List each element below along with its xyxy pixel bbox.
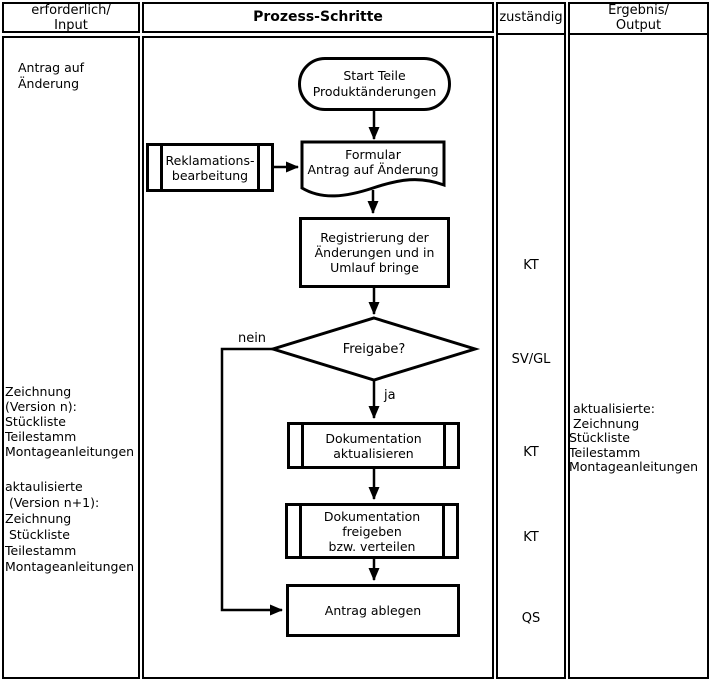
lane-input	[2, 36, 140, 679]
header-cell-input: erforderlich/ Input	[2, 2, 140, 33]
header-output-label: Ergebnis/ Output	[608, 2, 669, 33]
input-version-n1-text: aktaulisierte (Version n+1): Zeichnung S…	[5, 479, 135, 574]
header-cell-output: Ergebnis/ Output	[568, 2, 709, 33]
arrow-decision-nein-to-ablegen	[220, 347, 283, 616]
dok-freigeben-node: Dokumentation freigeben bzw. verteilen	[285, 503, 459, 559]
input-version-n-text: Zeichnung (Version n): Stückliste Teiles…	[5, 384, 135, 459]
start-node-label: Start Teile Produktänderungen	[312, 68, 437, 99]
decision-node-label: Freigabe?	[342, 341, 406, 357]
formular-node-label: Formular Antrag auf Änderung	[307, 147, 439, 177]
reklamation-node-label: Reklamations- bearbeitung	[165, 152, 255, 183]
header-input-label: erforderlich/ Input	[31, 2, 111, 33]
responsible-antrag-ablegen: QS	[521, 611, 541, 626]
decision-yes-label: ja	[384, 388, 396, 403]
responsible-decision: SV/GL	[511, 352, 551, 367]
antrag-ablegen-node-label: Antrag ablegen	[324, 603, 422, 618]
dok-freigeben-node-label: Dokumentation freigeben bzw. verteilen	[323, 508, 421, 554]
start-node: Start Teile Produktänderungen	[298, 57, 451, 111]
registrierung-node: Registrierung der Änderungen und in Umla…	[299, 217, 450, 288]
responsible-dok-aktualisieren: KT	[523, 445, 539, 460]
lane-responsible	[496, 2, 566, 679]
header-responsible-label: zuständig	[499, 10, 563, 25]
output-header-divider	[570, 33, 707, 35]
dok-aktualisieren-node-label: Dokumentation aktualisieren	[325, 430, 422, 461]
registrierung-node-label: Registrierung der Änderungen und in Umla…	[314, 230, 435, 275]
dok-aktualisieren-node: Dokumentation aktualisieren	[287, 422, 460, 469]
responsible-header-divider	[498, 33, 564, 35]
input-antrag-text: Antrag auf Änderung	[18, 60, 85, 91]
lane-output	[568, 2, 709, 679]
reklamation-node: Reklamations- bearbeitung	[146, 143, 274, 192]
header-process-label: Prozess-Schritte	[253, 9, 383, 25]
decision-no-label: nein	[237, 331, 267, 346]
output-aktualisierte-text: aktualisierte: Zeichnung Stückliste Teil…	[569, 401, 699, 474]
header-cell-process: Prozess-Schritte	[142, 2, 494, 33]
header-cell-responsible: zuständig	[496, 2, 566, 33]
antrag-ablegen-node: Antrag ablegen	[286, 584, 460, 637]
decision-diamond-shape	[267, 316, 481, 382]
responsible-registrierung: KT	[523, 258, 539, 273]
document-shape	[300, 140, 446, 198]
responsible-dok-freigeben: KT	[523, 530, 539, 545]
